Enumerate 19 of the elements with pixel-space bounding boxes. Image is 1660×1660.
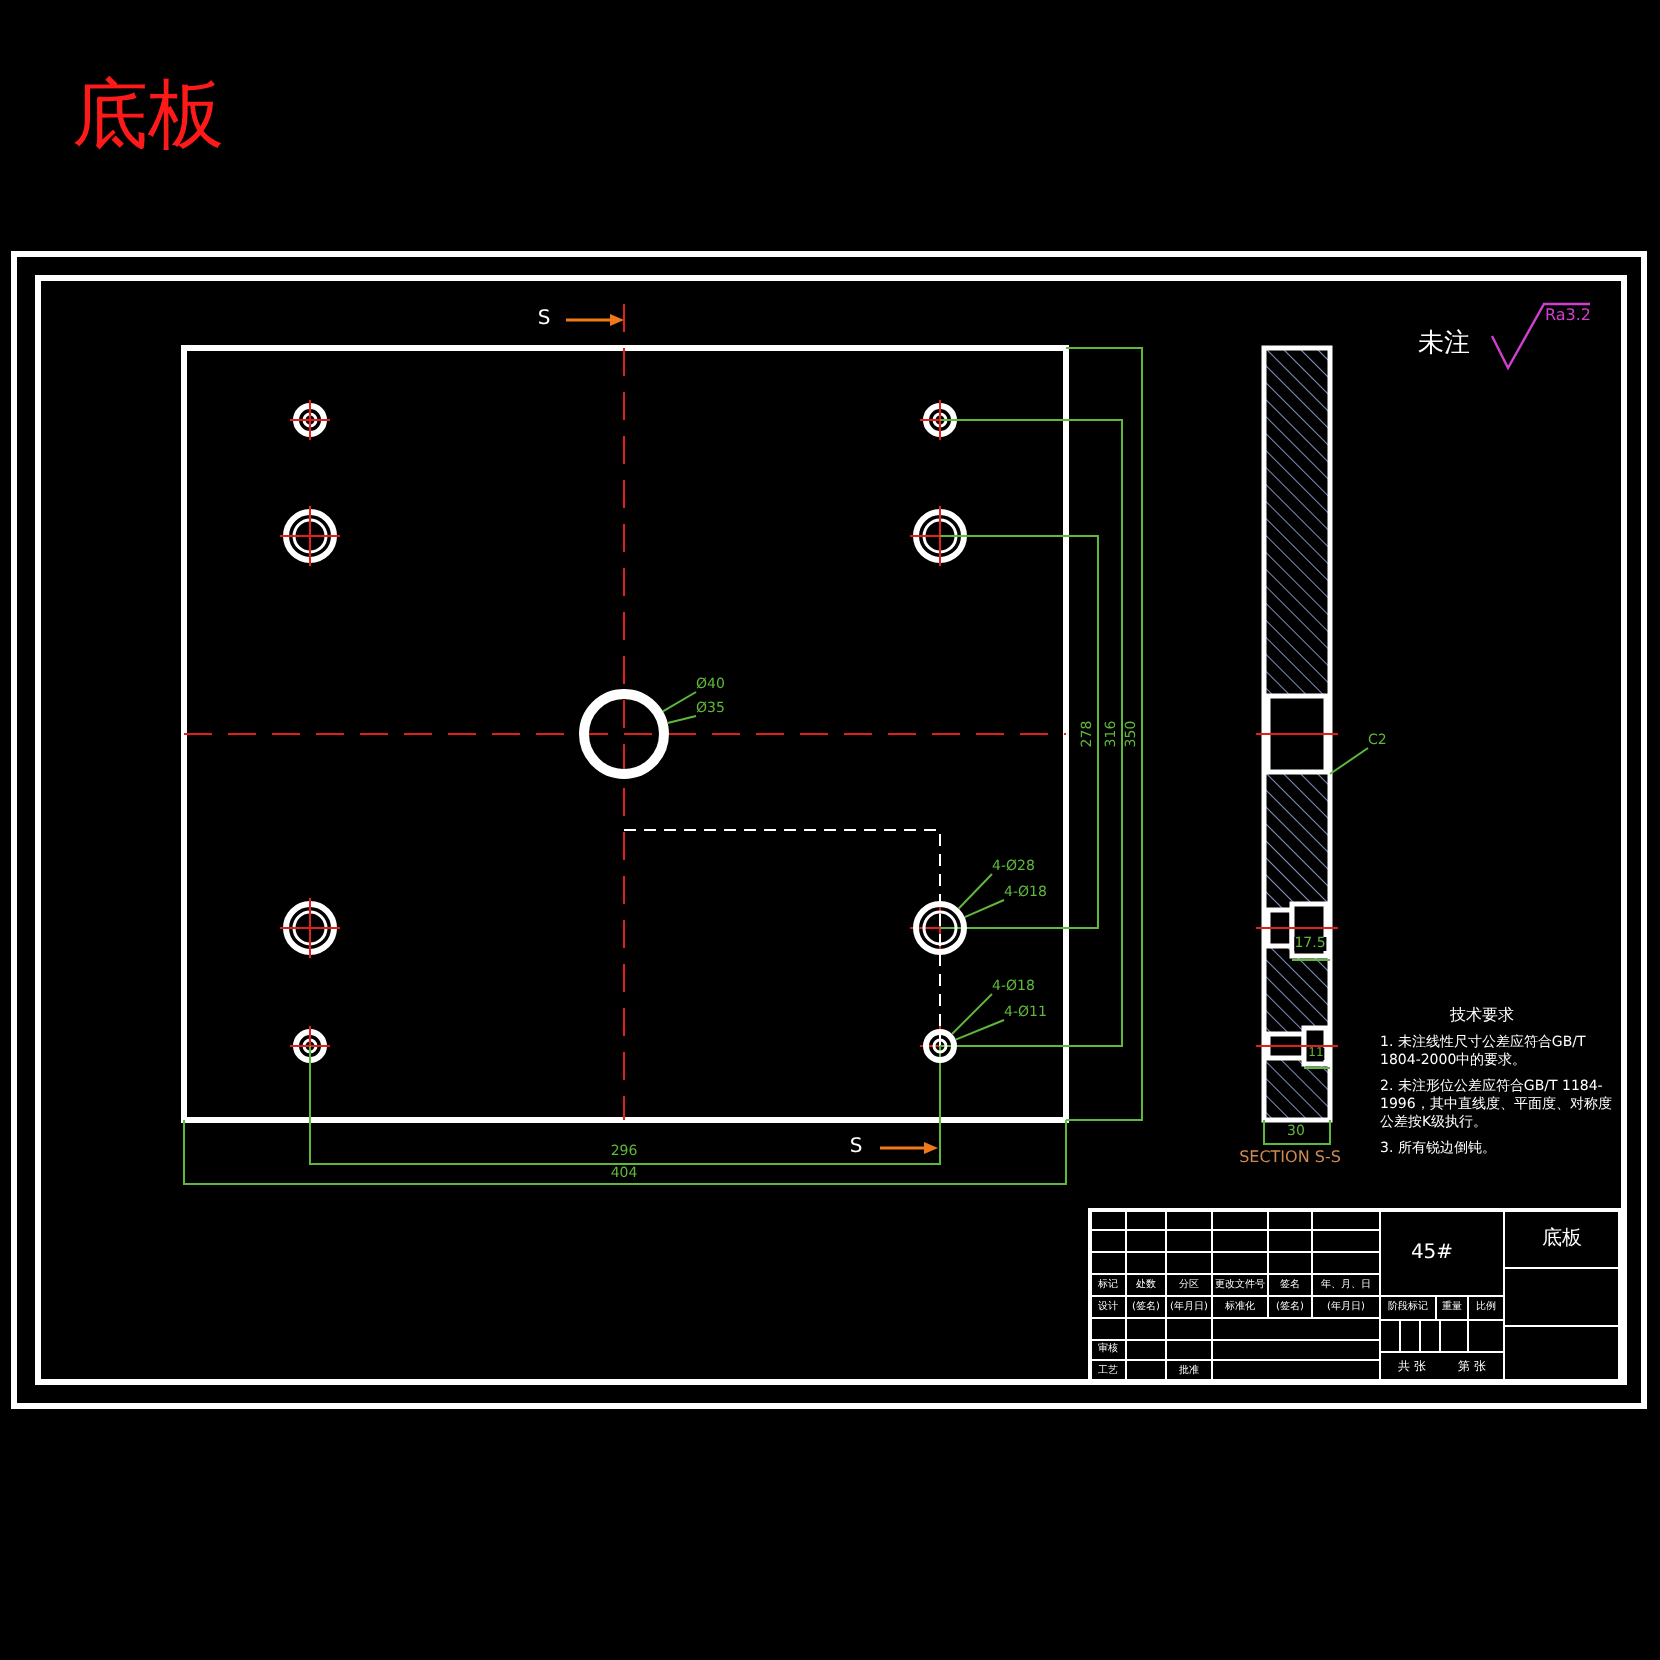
leader-line <box>951 993 993 1035</box>
material-text: 45# <box>1410 1244 1454 1264</box>
note-heading: 技术要求 <box>1450 1008 1514 1024</box>
drawing-title: 底板 <box>72 76 224 152</box>
leader-line <box>1329 747 1369 775</box>
roughness-value: Ra3.2 <box>1545 308 1591 324</box>
roughness-note: 未注 <box>1418 331 1470 357</box>
hole-drawing <box>923 1029 957 1063</box>
section-caption: SECTION S-S <box>1239 1150 1341 1166</box>
section-label: S <box>849 1138 863 1158</box>
hole-drawing <box>579 689 669 779</box>
leader-line <box>666 715 697 725</box>
leader-line <box>957 873 993 910</box>
part-name: 底板 <box>1542 1230 1582 1250</box>
leader-line <box>661 691 697 713</box>
leader-line <box>954 1019 1005 1041</box>
leader-line <box>963 899 1005 919</box>
section-label: S <box>537 310 551 330</box>
hole-drawing <box>913 901 967 955</box>
